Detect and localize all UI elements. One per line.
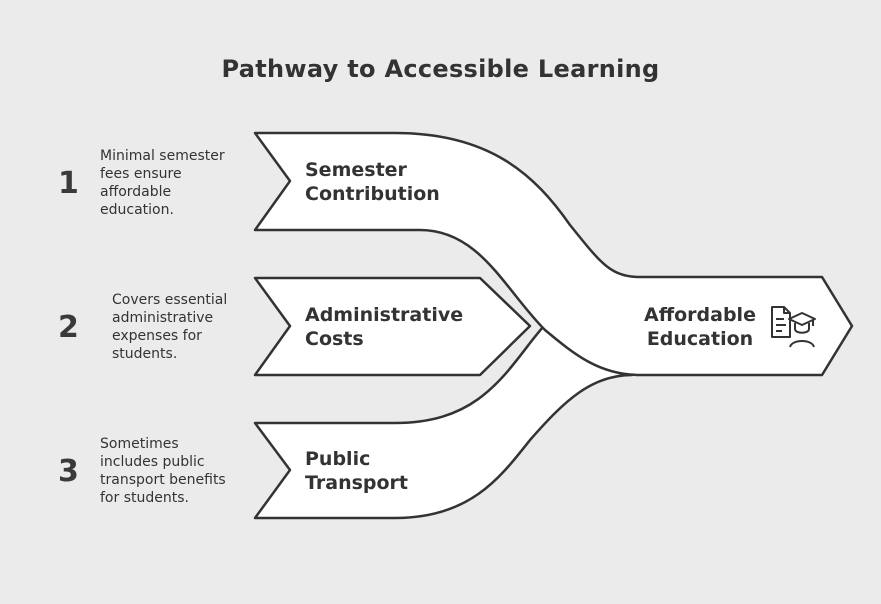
step-label-line: Administrative [305,304,464,326]
step-label-line: Costs [305,328,364,350]
step-label-line: Transport [305,472,409,494]
step-number-3: 3 [58,454,79,489]
step-label-2: Administrative Costs [305,303,463,351]
result-label-line: Affordable [644,304,756,326]
graduate-document-icon [771,306,816,348]
step-description-line: fees ensure [100,166,182,182]
step-description-line: administrative [112,310,214,326]
step-label-line: Contribution [305,183,440,205]
result-label: Affordable Education [640,303,760,351]
result-label-line: Education [646,328,754,350]
step-description-line: includes public [100,454,205,470]
input-arrow-administrative-costs [253,276,532,377]
step-description-line: Minimal semester [100,148,225,164]
step-description-line: for students. [100,490,189,506]
input-arrow-semester-contribution [253,131,854,377]
step-label-line: Public [305,448,371,470]
step-label-line: Semester [305,159,407,181]
step-description-line: affordable [100,184,172,200]
step-number-2: 2 [58,310,79,345]
step-description-line: Covers essential [112,292,228,308]
step-label-3: Public Transport [305,447,408,495]
diagram-title: Pathway to Accessible Learning [221,55,660,83]
step-label-1: Semester Contribution [305,158,440,206]
step-description-1: Minimal semester fees ensure affordable … [100,147,225,219]
step-description-2: Covers essential administrative expenses… [112,291,227,363]
step-number-1: 1 [58,166,79,201]
step-description-line: students. [112,346,178,362]
step-description-line: education. [100,202,174,218]
step-description-line: expenses for [112,328,202,344]
step-description-line: Sometimes [100,436,179,452]
step-description-3: Sometimes includes public transport bene… [100,435,226,507]
step-description-line: transport benefits [100,472,226,488]
